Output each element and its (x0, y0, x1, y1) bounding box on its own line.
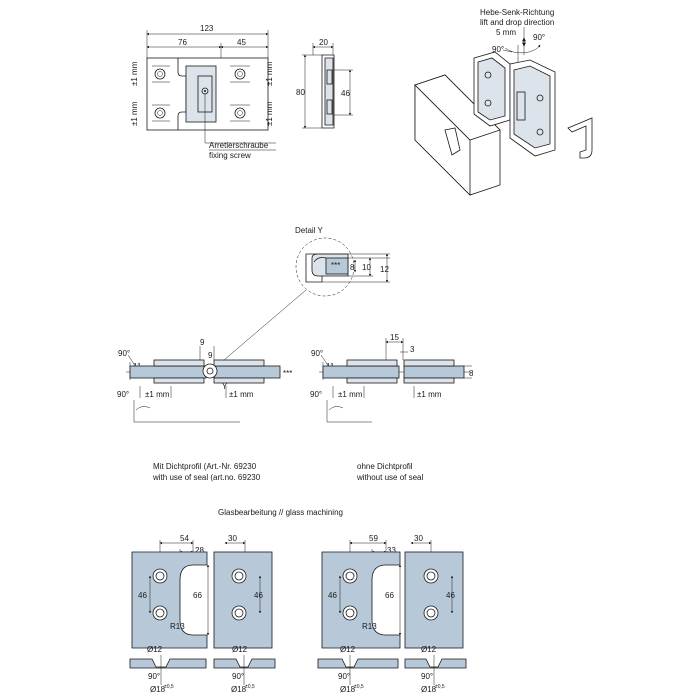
hinge-side-view: 20 80 46 (296, 38, 353, 129)
dim-side-20: 20 (319, 38, 328, 47)
gm-left-dim-54: 54 (180, 534, 189, 543)
detail-y: Detail Y *** 8 10 12 (209, 226, 390, 373)
hinge-front-view: 123 76 45 ±1 mm ±1 mm ±1 mm ±1 mm Arreti… (130, 24, 276, 160)
dim-side-80: 80 (296, 88, 305, 97)
detail-dim-12: 12 (380, 265, 389, 274)
tol-b-left: ±1 mm (229, 390, 254, 399)
glass-machining-title: Glasbearbeitung // glass machining (218, 508, 343, 517)
gm-right-dia18b: Ø18 (421, 685, 437, 694)
gm-left-dim-30: 30 (228, 534, 237, 543)
gm-left-dia18b: Ø18 (231, 685, 247, 694)
dim-8-right: 8 (469, 369, 474, 378)
dim-76: 76 (178, 38, 187, 47)
gm-right-dia12a: Ø12 (340, 645, 356, 654)
caption-noseal-en: without use of seal (356, 473, 423, 482)
gm-right-tol-b: ±0,5 (435, 684, 445, 690)
gm-left-dim-46b: 46 (254, 591, 263, 600)
tol-right-top: ±1 mm (265, 61, 274, 86)
gm-left-angle-a: 90° (148, 672, 160, 681)
dim-side-46: 46 (341, 89, 350, 98)
screw-label-de: Arretierschraube (209, 141, 269, 150)
gm-right-dim-33: 33 (387, 546, 396, 555)
detail-dim-10: 10 (362, 263, 371, 272)
label-y: Y (222, 382, 228, 391)
glass-machining-with-seal: 54 28 46 66 R13 30 46 Ø12 Ø12 90° 90° Ø1… (129, 534, 276, 694)
stars-left: *** (283, 369, 292, 378)
section-with-seal: 90° 11 9 9 *** Y ±1 mm ±1 mm 90° (117, 338, 292, 423)
gm-right-dim-46a: 46 (328, 591, 337, 600)
gm-right-dim-30: 30 (414, 534, 423, 543)
tol-b-right: ±1 mm (417, 390, 442, 399)
gm-right-dim-46b: 46 (446, 591, 455, 600)
angle-bottom-right: 90° (310, 390, 322, 399)
hinge-isometric-view: Hebe-Senk-Richtung lift and drop directi… (414, 8, 593, 196)
gm-left-dim-28: 28 (195, 546, 204, 555)
dim-15: 15 (390, 333, 399, 342)
dim-45: 45 (237, 38, 246, 47)
gm-left-dim-46a: 46 (138, 591, 147, 600)
angle-90-side: 90° (492, 45, 504, 54)
dim-9-a: 9 (200, 338, 205, 347)
tol-left-bottom: ±1 mm (130, 101, 139, 126)
gm-right-radius: R13 (362, 622, 377, 631)
gm-left-tol-a: ±0,5 (164, 684, 174, 690)
screw-label-en: fixing screw (209, 151, 251, 160)
detail-dim-8: 8 (350, 263, 355, 272)
tol-right-bottom: ±1 mm (265, 101, 274, 126)
gm-left-dia18a: Ø18 (150, 685, 166, 694)
glass-machining-without-seal: 59 33 46 66 R13 30 46 Ø12 Ø12 90° 90° Ø1… (317, 534, 467, 694)
gm-left-dim-66: 66 (193, 591, 202, 600)
angle-top-left: 90° (118, 349, 130, 358)
gm-right-dim-66: 66 (385, 591, 394, 600)
caption-seal-de: Mit Dichtprofil (Art.-Nr. 69230 (153, 462, 257, 471)
tol-left-top: ±1 mm (130, 61, 139, 86)
gm-left-angle-b: 90° (232, 672, 244, 681)
dim-3: 3 (410, 345, 415, 354)
gm-right-angle-a: 90° (338, 672, 350, 681)
lift-label-en: lift and drop direction (480, 18, 554, 27)
angle-top-right: 90° (311, 349, 323, 358)
angle-bottom-left: 90° (117, 390, 129, 399)
lift-mm: 5 mm (496, 28, 516, 37)
detail-stars: *** (331, 261, 340, 270)
angle-90-top: 90° (533, 33, 545, 42)
tol-a-right: ±1 mm (338, 390, 363, 399)
gm-left-dia12b: Ø12 (232, 645, 248, 654)
section-without-seal: 90° 11 15 3 8 ±1 mm ±1 mm 90° (310, 333, 474, 423)
gm-right-angle-b: 90° (421, 672, 433, 681)
gm-right-dia12b: Ø12 (421, 645, 437, 654)
gm-right-tol-a: ±0,5 (354, 684, 364, 690)
gm-left-tol-b: ±0,5 (245, 684, 255, 690)
dim-123: 123 (200, 24, 214, 33)
gm-left-radius: R13 (170, 622, 185, 631)
tol-a-left: ±1 mm (145, 390, 170, 399)
caption-seal-en: with use of seal (art.no. 69230 (152, 473, 261, 482)
gm-right-dia18a: Ø18 (340, 685, 356, 694)
gm-right-dim-59: 59 (369, 534, 378, 543)
gm-left-dia12a: Ø12 (147, 645, 163, 654)
caption-noseal-de: ohne Dichtprofil (357, 462, 413, 471)
dim-9-b: 9 (208, 351, 213, 360)
detail-y-title: Detail Y (295, 226, 324, 235)
lift-label-de: Hebe-Senk-Richtung (480, 8, 554, 17)
